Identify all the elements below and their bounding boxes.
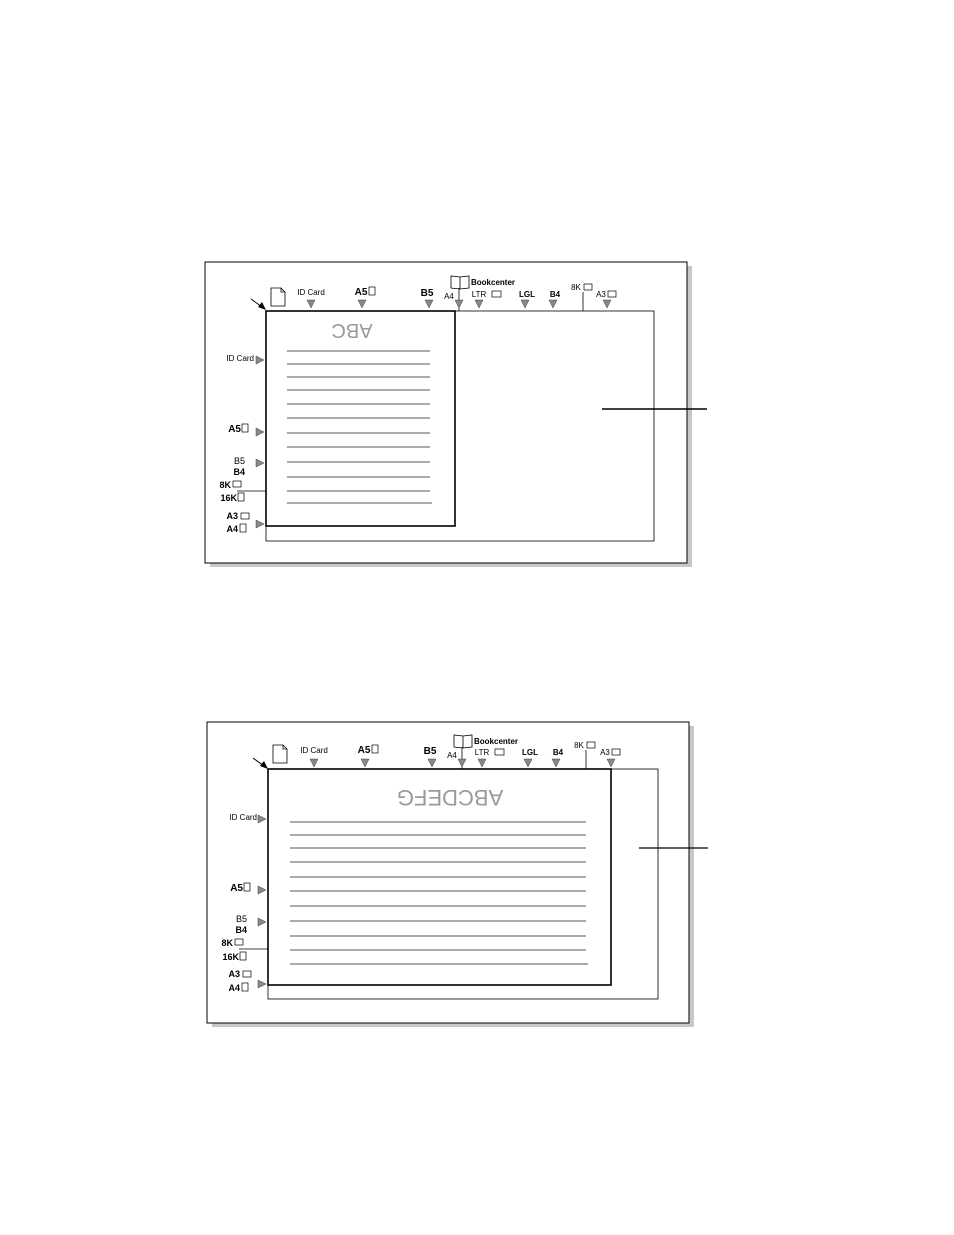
side-label-a5: A5: [230, 883, 243, 894]
landscape-icon: [611, 748, 621, 756]
top-label-b5: B5: [421, 288, 434, 299]
side-label-16k: 16K: [222, 952, 239, 962]
top-label-b4: B4: [550, 290, 561, 299]
side-label-b5: B5: [236, 914, 247, 924]
page-icon: [272, 744, 288, 764]
landscape-icon: [586, 741, 596, 749]
top-label-id-card: ID Card: [300, 746, 328, 755]
side-label-id-card: ID Card: [229, 813, 257, 822]
side-size-markers: [257, 814, 267, 989]
portrait-icon: [239, 951, 247, 961]
mirrored-document-text: ABCDEFG: [397, 785, 503, 810]
portrait-icon: [237, 492, 245, 502]
side-label-b4: B4: [235, 925, 247, 935]
portrait-icon: [371, 744, 379, 754]
top-label-a5: A5: [358, 745, 371, 756]
top-size-markers: [306, 299, 612, 309]
landscape-icon: [232, 480, 242, 488]
top-label-id-card: ID Card: [297, 288, 325, 297]
side-label-a3: A3: [228, 969, 240, 979]
top-label-a4: A4: [444, 292, 454, 301]
landscape-icon: [491, 290, 502, 298]
book-icon: [450, 275, 470, 290]
portrait-icon: [368, 286, 376, 296]
top-size-markers: [309, 758, 616, 768]
top-label-a5: A5: [355, 287, 368, 298]
landscape-icon: [583, 283, 593, 291]
page-icon: [270, 287, 286, 307]
landscape-icon: [234, 938, 244, 946]
book-icon: [453, 734, 473, 749]
top-label-a4: A4: [447, 751, 457, 760]
side-label-a4: A4: [228, 983, 240, 993]
document-lines: [287, 350, 432, 504]
top-label-ltr: LTR: [475, 748, 490, 757]
portrait-icon: [239, 523, 247, 533]
top-label-bookcenter: Bookcenter: [474, 737, 518, 746]
mirrored-document-text: ABC: [331, 319, 372, 341]
document-lines: [290, 821, 588, 965]
corner-arrow-head: [260, 761, 268, 769]
landscape-icon: [607, 290, 617, 298]
side-label-8k: 8K: [219, 480, 231, 490]
top-label-b5: B5: [424, 746, 437, 757]
top-label-8k: 8K: [571, 283, 581, 292]
portrait-icon: [243, 882, 251, 892]
side-label-8k: 8K: [221, 938, 233, 948]
landscape-icon: [494, 748, 505, 756]
landscape-icon: [240, 512, 250, 520]
side-label-a4: A4: [226, 524, 238, 534]
top-label-ltr: LTR: [472, 290, 487, 299]
top-label-b4: B4: [553, 748, 564, 757]
top-label-lgl: LGL: [522, 748, 538, 757]
glass-diagram-portrait: ABC ID Card A5 B5 A4 Bookcenter LTR LGL …: [204, 261, 707, 567]
top-label-a3: A3: [600, 748, 610, 757]
top-label-8k: 8K: [574, 741, 584, 750]
top-label-bookcenter: Bookcenter: [471, 278, 515, 287]
portrait-icon: [241, 423, 249, 433]
side-size-markers: [255, 355, 265, 529]
top-label-a3: A3: [596, 290, 606, 299]
corner-arrow-head: [258, 302, 266, 310]
side-label-b5: B5: [234, 456, 245, 466]
glass-diagram-landscape: ABCDEFG ID Card A5 B5 A4 Bookcenter LTR …: [206, 721, 708, 1027]
top-label-lgl: LGL: [519, 290, 535, 299]
side-label-a3: A3: [226, 511, 238, 521]
side-label-a5: A5: [228, 424, 241, 435]
side-label-id-card: ID Card: [226, 354, 254, 363]
figure-portrait: ABC ID Card A5 B5 A4 Bookcenter LTR LGL …: [0, 0, 954, 600]
portrait-icon: [241, 982, 249, 992]
side-label-16k: 16K: [220, 493, 237, 503]
landscape-icon: [242, 970, 252, 978]
figure-landscape: ABCDEFG ID Card A5 B5 A4 Bookcenter LTR …: [0, 600, 954, 1235]
side-label-b4: B4: [233, 467, 245, 477]
